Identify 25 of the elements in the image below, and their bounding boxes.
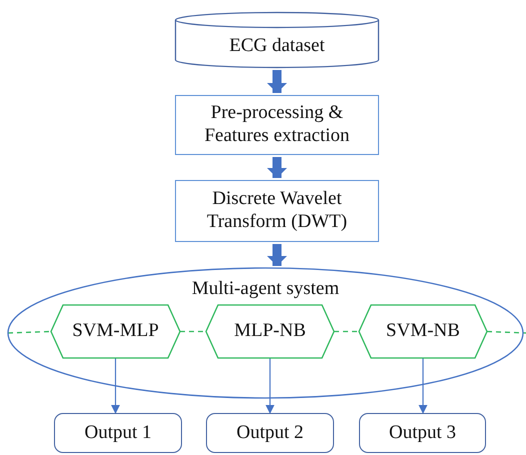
node-label: Discrete Wavelet Transform (DWT) — [206, 188, 348, 234]
process-box — [175, 95, 379, 155]
node-label: ECG dataset — [228, 34, 326, 58]
block-arrow — [267, 244, 287, 266]
arrow — [111, 358, 120, 414]
output-box — [359, 413, 486, 453]
dashed-link — [334, 330, 359, 332]
node-label: Output 1 — [83, 422, 153, 444]
dashed-link — [180, 330, 206, 332]
output-box — [206, 413, 334, 453]
node-label: SVM-NB — [385, 320, 461, 343]
arrow — [266, 358, 274, 414]
node-label: Output 3 — [388, 422, 458, 444]
block-arrow — [267, 157, 287, 178]
block-arrow — [267, 70, 287, 93]
node-label: MLP-NB — [233, 320, 307, 343]
output-box — [54, 413, 182, 453]
node-label: SVM-MLP — [71, 320, 160, 343]
arrow — [418, 358, 428, 414]
node-label: Pre-processing & Features extraction — [203, 102, 351, 148]
node-label: Multi-agent system — [190, 278, 340, 301]
process-box — [175, 180, 379, 242]
dashed-link — [486, 330, 526, 334]
dashed-link — [8, 330, 52, 334]
node-label: Output 2 — [235, 422, 305, 444]
